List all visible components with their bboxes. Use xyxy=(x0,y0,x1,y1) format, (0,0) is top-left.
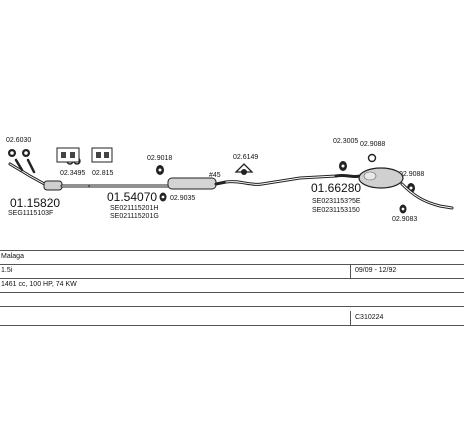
table-rule xyxy=(0,250,464,251)
info-row-catalog: C310224 xyxy=(0,311,464,325)
part-number: 01.66280 xyxy=(311,181,361,195)
exhaust-system-diagram: 02.6030 02.3495 02.815 02.9018 02.9035 #… xyxy=(6,137,454,223)
info-row-engine: 1.5i 09/09 - 12/92 xyxy=(0,264,464,278)
part-label: 02.9088 xyxy=(360,141,385,148)
hanger-clamp-icon xyxy=(234,163,254,175)
front-pipe xyxy=(8,158,92,191)
table-rule xyxy=(0,278,464,279)
catalog-number: C310224 xyxy=(355,314,384,321)
mount-box-icon xyxy=(56,147,80,163)
part-subcode: SE0231153?5E xyxy=(312,198,361,205)
mount-box-icon xyxy=(91,147,113,163)
part-subcode: SE021115201H xyxy=(110,205,158,212)
rubber-mount-icon xyxy=(339,161,347,171)
production-dates: 09/09 - 12/92 xyxy=(355,267,397,274)
part-label: 02.3495 xyxy=(60,170,85,177)
part-subcode: SE0231153150 xyxy=(312,207,360,214)
part-label: 02.815 xyxy=(92,170,114,177)
middle-silencer xyxy=(88,177,228,190)
part-label: #45 xyxy=(209,172,221,179)
gasket-icon xyxy=(8,149,30,157)
rubber-mount-icon xyxy=(156,165,164,175)
table-rule xyxy=(0,264,464,265)
part-label: 02.3005 xyxy=(333,138,358,145)
engine-spec: 1461 cc, 100 HP, 74 KW xyxy=(1,281,77,288)
part-label: 02.9083 xyxy=(392,216,417,223)
part-label: 02.6149 xyxy=(233,154,258,161)
rubber-mount-icon xyxy=(399,204,407,214)
clamp-icon xyxy=(367,153,377,163)
model-name: Malaga xyxy=(1,253,24,260)
part-subcode: SE021115201G xyxy=(110,213,159,220)
rubber-mount-icon xyxy=(159,192,167,202)
part-label: 02.9035 xyxy=(170,195,195,202)
part-number: 01.54070 xyxy=(107,190,157,204)
info-row-spec: 1461 cc, 100 HP, 74 KW xyxy=(0,278,464,292)
info-row-model: Malaga xyxy=(0,250,464,264)
part-label: 02.6030 xyxy=(6,137,31,144)
table-rule xyxy=(0,325,464,326)
rear-silencer xyxy=(224,167,454,210)
engine: 1.5i xyxy=(1,267,13,274)
table-rule xyxy=(0,292,464,293)
part-subcode: SEG1115103F xyxy=(8,210,53,217)
part-number: 01.15820 xyxy=(10,196,60,210)
table-divider xyxy=(350,264,351,278)
table-divider xyxy=(350,311,351,325)
table-rule xyxy=(0,306,464,307)
part-label: 02.9088 xyxy=(399,171,424,178)
part-label: 02.9018 xyxy=(147,155,172,162)
